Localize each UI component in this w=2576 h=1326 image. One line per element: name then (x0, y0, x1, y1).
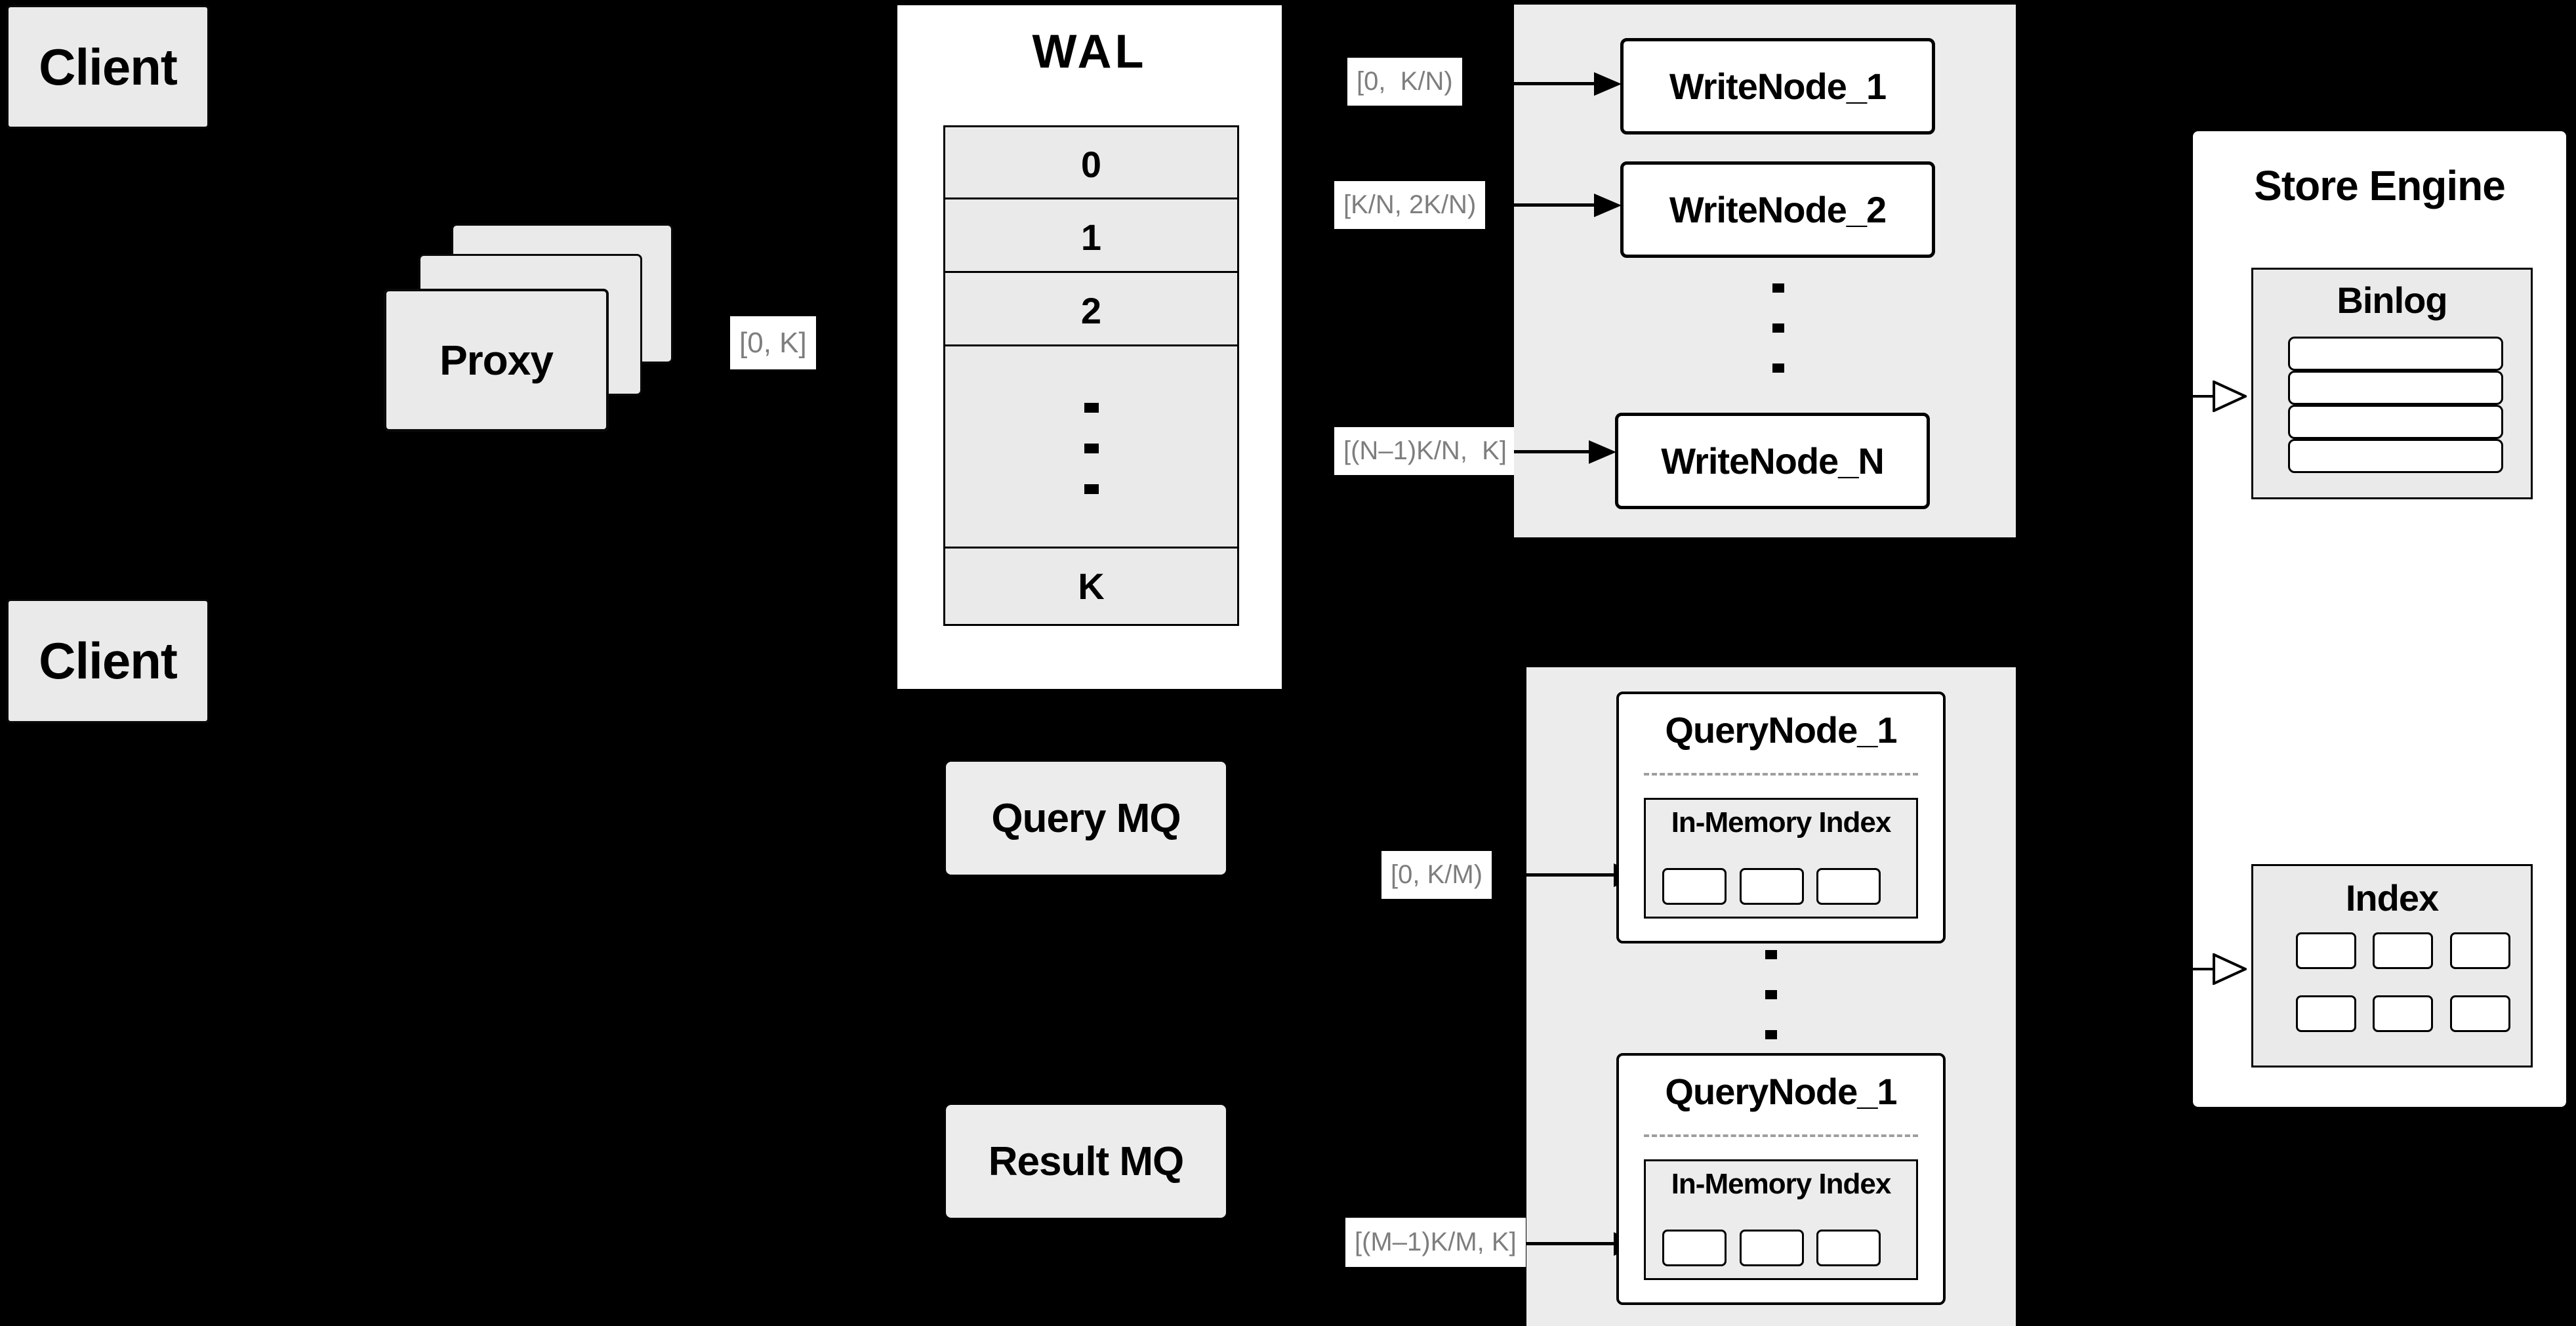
index-title: Index (2345, 877, 2439, 919)
querynode-1-divider (1644, 773, 1918, 776)
proxy-node: Proxy (384, 289, 609, 432)
arrow-line-to-querynode-1 (1526, 873, 1615, 877)
index-segment (2373, 932, 2433, 969)
index-box: Index (2251, 864, 2533, 1067)
writenode-1-label: WriteNode_1 (1669, 66, 1887, 107)
store-engine-box: Store Engine Binlog Index (2190, 129, 2569, 1109)
index-segment (2450, 932, 2510, 969)
arrow-head-open-binlog-icon (2213, 381, 2247, 412)
writenode-2: WriteNode_2 (1620, 161, 1935, 258)
in-memory-segment (1816, 1230, 1881, 1266)
index-segment (2373, 995, 2433, 1032)
arrow-line-to-index (2193, 968, 2215, 970)
result-mq-label: Result MQ (988, 1138, 1185, 1184)
index-segment (2296, 932, 2356, 969)
arrow-line-to-binlog (2193, 395, 2215, 398)
binlog-segment (2288, 439, 2503, 473)
in-memory-index-title: In-Memory Index (1671, 1168, 1892, 1200)
range-label-writenode-n: [(N–1)K/N, K] (1334, 427, 1516, 475)
writenode-2-label: WriteNode_2 (1669, 189, 1887, 230)
in-memory-segment (1662, 868, 1727, 905)
wal-box: WAL 0 1 2 K (895, 3, 1284, 691)
writenode-ellipsis-dots (1772, 283, 1784, 373)
store-engine-title: Store Engine (2254, 162, 2506, 209)
query-mq-node: Query MQ (946, 762, 1226, 875)
range-label-proxy-to-wal: [0, K] (730, 316, 816, 369)
writenode-n-label: WriteNode_N (1661, 440, 1885, 482)
in-memory-segment (1816, 868, 1881, 905)
writenode-n: WriteNode_N (1615, 413, 1930, 509)
range-label-writenode-1: [0, K/N) (1347, 58, 1462, 106)
index-segment (2450, 995, 2510, 1032)
proxy-node-label: Proxy (440, 337, 554, 384)
querynode-1-in-memory-index: In-Memory Index (1644, 798, 1918, 919)
querynode-2-title: QueryNode_1 (1665, 1071, 1897, 1112)
querynode-1-title: QueryNode_1 (1665, 709, 1897, 751)
query-nodes-container: QueryNode_1 In-Memory Index QueryNode_1 … (1526, 667, 2016, 1326)
index-segment (2296, 995, 2356, 1032)
in-memory-index-title: In-Memory Index (1671, 806, 1892, 839)
arrow-head-to-writenode-2-icon (1594, 194, 1622, 217)
range-label-querynode-2: [(M–1)K/M, K] (1345, 1218, 1526, 1267)
arrow-head-to-writenode-n-icon (1589, 440, 1616, 464)
wal-title: WAL (1032, 26, 1147, 78)
binlog-segment (2288, 405, 2503, 439)
querynode-2: QueryNode_1 In-Memory Index (1616, 1053, 1946, 1305)
client-node-top-label: Client (39, 37, 178, 96)
client-node-bottom-label: Client (39, 632, 178, 690)
querynode-ellipsis-dots (1765, 950, 1777, 1039)
binlog-segment (2288, 337, 2503, 371)
querynode-1: QueryNode_1 In-Memory Index (1616, 692, 1946, 943)
wal-row-ellipsis (943, 344, 1239, 552)
client-node-top: Client (7, 5, 209, 129)
wal-row-1: 1 (943, 197, 1239, 277)
binlog-box: Binlog (2251, 268, 2533, 499)
client-node-bottom: Client (7, 599, 209, 723)
arrow-line-to-writenode-n (1514, 450, 1590, 453)
wal-ellipsis-dots (1084, 403, 1099, 494)
querynode-2-divider (1644, 1134, 1918, 1137)
binlog-segment (2288, 371, 2503, 405)
arrow-head-to-writenode-1-icon (1594, 72, 1622, 96)
write-nodes-container: WriteNode_1 WriteNode_2 WriteNode_N (1514, 5, 2016, 537)
in-memory-segment (1740, 1230, 1804, 1266)
arrow-line-to-writenode-1 (1514, 82, 1595, 85)
binlog-title: Binlog (2337, 280, 2447, 321)
wal-row-k: K (943, 547, 1239, 626)
wal-row-2: 2 (943, 271, 1239, 350)
range-label-querynode-1: [0, K/M) (1381, 851, 1492, 899)
querynode-2-in-memory-index: In-Memory Index (1644, 1159, 1918, 1280)
wal-row-0: 0 (943, 125, 1239, 203)
arrow-line-to-writenode-2 (1514, 203, 1595, 207)
writenode-1: WriteNode_1 (1620, 38, 1935, 135)
result-mq-node: Result MQ (946, 1105, 1226, 1218)
range-label-writenode-2: [K/N, 2K/N) (1334, 181, 1486, 229)
in-memory-segment (1662, 1230, 1727, 1266)
arrow-head-open-index-icon (2213, 953, 2247, 985)
query-mq-label: Query MQ (991, 795, 1181, 841)
in-memory-segment (1740, 868, 1804, 905)
arrow-line-to-querynode-2 (1526, 1242, 1615, 1245)
